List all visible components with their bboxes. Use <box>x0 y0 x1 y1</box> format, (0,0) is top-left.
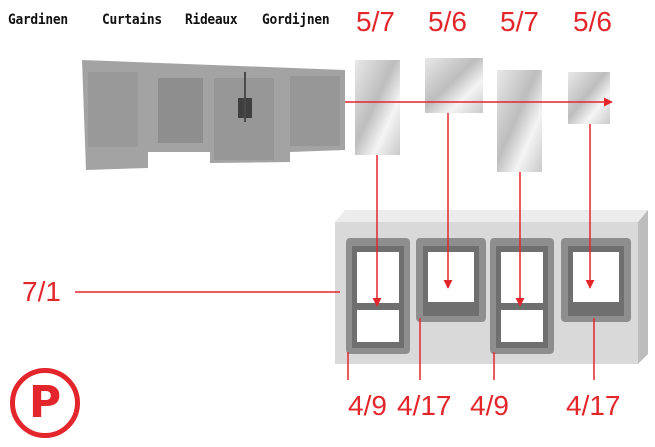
part-label-bottom-3: 4/9 <box>470 390 509 421</box>
window-frame-3 <box>490 238 554 354</box>
curtain-sheet <box>82 60 345 170</box>
window-frame-1 <box>346 238 410 354</box>
glass-pane-2 <box>425 58 483 113</box>
part-label-bottom-4: 4/17 <box>566 390 621 421</box>
part-label-wall: 7/1 <box>22 276 61 307</box>
part-label-bottom-1: 4/9 <box>348 390 387 421</box>
glass-pane-1 <box>355 60 400 155</box>
glass-pane-4 <box>568 72 610 124</box>
part-label-top-3: 5/7 <box>500 6 539 37</box>
window-frame-2 <box>416 238 486 322</box>
part-label-bottom-2: 4/17 <box>397 390 452 421</box>
glass-pane-3 <box>497 70 542 172</box>
label-rideaux: Rideaux <box>185 12 238 28</box>
label-curtains: Curtains <box>102 12 162 28</box>
parking-p-icon: P <box>10 368 80 438</box>
label-gordijnen: Gordijnen <box>262 12 330 28</box>
part-label-top-4: 5/6 <box>573 6 612 37</box>
part-label-top-1: 5/7 <box>356 6 395 37</box>
window-frame-4 <box>561 238 631 322</box>
label-gardinen: Gardinen <box>8 12 68 28</box>
part-label-top-2: 5/6 <box>428 6 467 37</box>
